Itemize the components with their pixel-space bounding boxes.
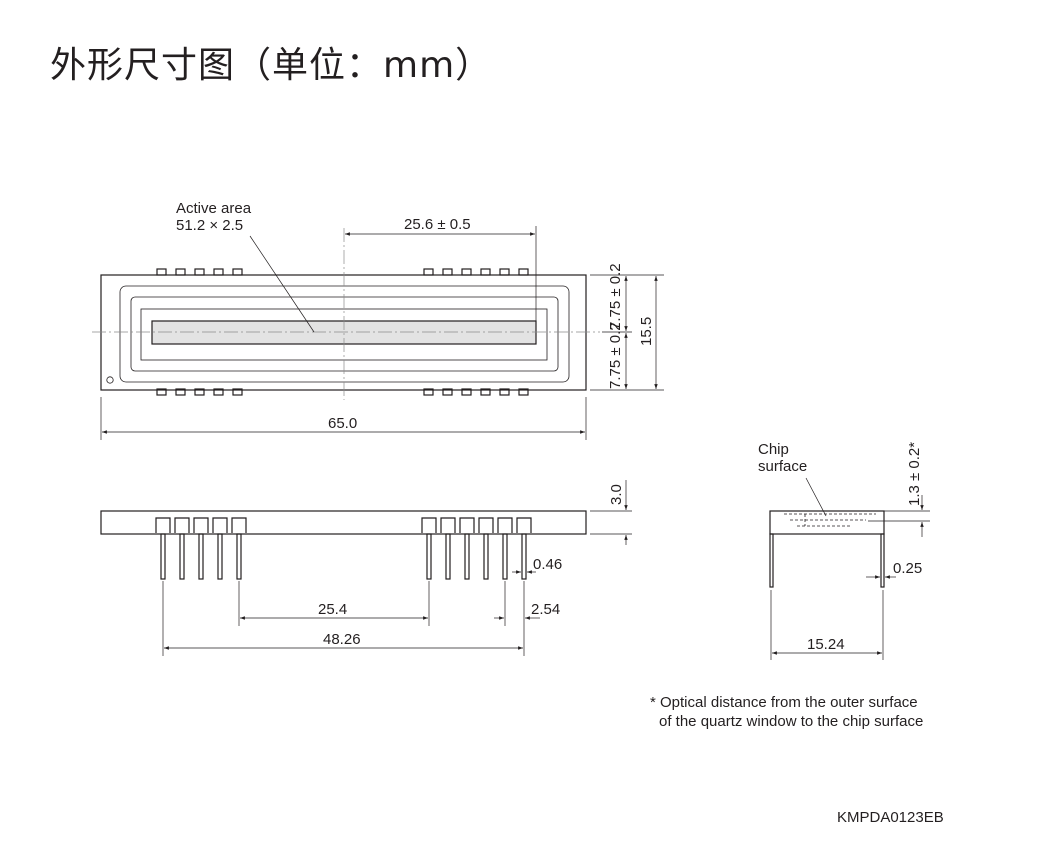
- optical-distance-dim: 1.3 ± 0.2*: [906, 442, 923, 506]
- pin-width-dim: 0.46: [533, 556, 562, 573]
- pin-span-dim: 48.26: [323, 631, 361, 648]
- page-title: 外形尺寸图（单位：mm）: [50, 45, 493, 86]
- window-frame-inner: [130, 296, 559, 372]
- chip-hidden-lines: [784, 513, 876, 527]
- leads-group-1: [155, 517, 247, 580]
- pin-pitch-dim: 2.54: [531, 601, 560, 618]
- window-frame-outer: [119, 285, 570, 383]
- top-pads: [156, 268, 529, 276]
- leads-group-2: [421, 517, 532, 580]
- top-view: Active area 51.2 × 2.5 25.6 ± 0.5 65.0 7…: [92, 200, 664, 440]
- upper-half-dim: 7.75 ± 0.2: [607, 263, 624, 330]
- lead-thickness-dim: 0.25: [893, 560, 922, 577]
- package-outline: [100, 274, 587, 391]
- footnote-line1: * Optical distance from the outer surfac…: [650, 694, 918, 711]
- package-side: [100, 510, 587, 535]
- chip-surface-label: surface: [758, 458, 807, 475]
- length-dim: 65.0: [328, 415, 357, 432]
- pin1-mark: [106, 376, 114, 384]
- end-view: Chip surface 1.3 ± 0.2* 0.25 15.24: [758, 441, 930, 660]
- center-offset-dim: 25.6 ± 0.5: [404, 216, 471, 233]
- document-code: KMPDA0123EB: [837, 809, 944, 826]
- footnote-line2: of the quartz window to the chip surface: [659, 713, 923, 730]
- package-end: [769, 510, 885, 535]
- lower-half-dim: 7.75 ± 0.2: [607, 322, 624, 389]
- side-view: 3.0 0.46 2.54 25.4 48.26: [100, 480, 632, 656]
- thickness-dim: 3.0: [608, 484, 625, 505]
- active-area-size: 51.2 × 2.5: [176, 217, 243, 234]
- bottom-pads: [156, 388, 529, 396]
- row-spacing-dim: 15.24: [807, 636, 845, 653]
- height-dim: 15.5: [638, 317, 655, 346]
- pin-group-gap-dim: 25.4: [318, 601, 347, 618]
- active-area-label: Active area: [176, 200, 252, 217]
- chip-label: Chip: [758, 441, 789, 458]
